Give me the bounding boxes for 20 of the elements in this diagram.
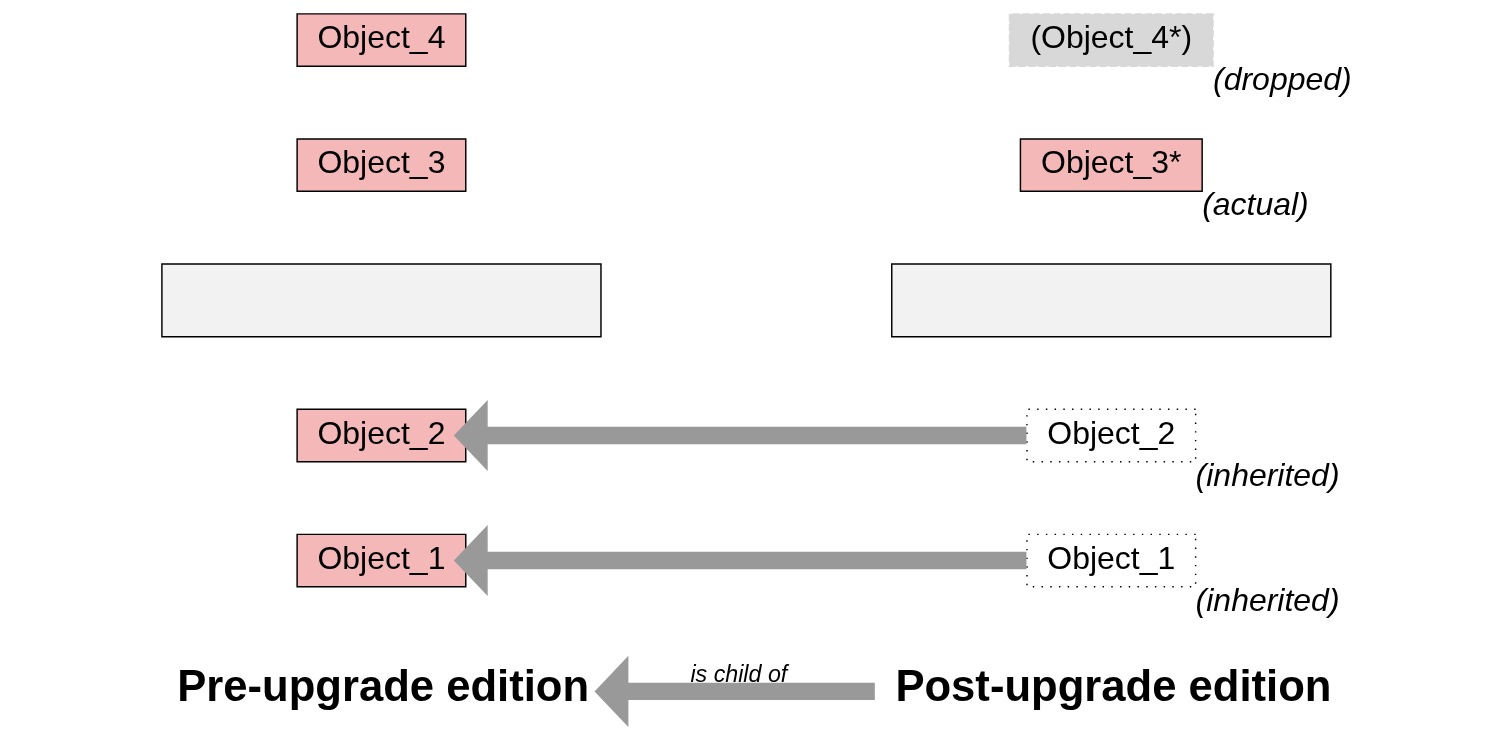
- node-label: (actual): [1202, 186, 1309, 223]
- node-box: Object_3: [296, 138, 467, 192]
- node-box: Object_2: [296, 408, 467, 463]
- node-label: (inherited): [1195, 581, 1340, 618]
- node-box: (Object_4*): [1008, 13, 1214, 67]
- node-box: [891, 263, 1332, 338]
- arrow: [453, 525, 1027, 597]
- arrow: [453, 399, 1027, 472]
- node-box: Object_4: [296, 13, 467, 67]
- node-box: Object_2: [1026, 408, 1197, 463]
- node-box: Object_1: [296, 533, 467, 588]
- node-text: Post-upgrade edition: [895, 661, 1332, 710]
- node-box: Object_1: [1026, 533, 1197, 588]
- node-box: [161, 263, 602, 338]
- node-text: Pre-upgrade edition: [177, 661, 590, 710]
- node-label: (dropped): [1213, 61, 1352, 98]
- node-box: Object_3*: [1019, 138, 1203, 192]
- arrow: [594, 655, 875, 727]
- node-label: (inherited): [1195, 456, 1340, 493]
- edge-label: is child of: [690, 661, 788, 688]
